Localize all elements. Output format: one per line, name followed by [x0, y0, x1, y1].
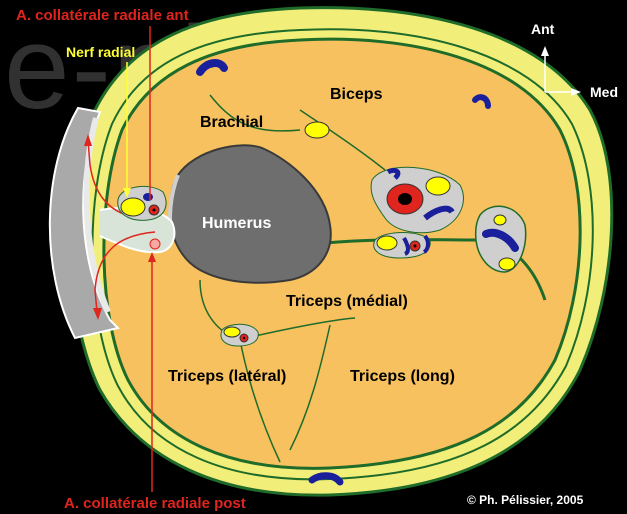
label-triceps-long: Triceps (long)	[350, 368, 455, 385]
orient-up-arrow	[541, 46, 549, 56]
triceps-septum-3	[239, 339, 281, 463]
label-triceps-medial: Triceps (médial)	[286, 293, 408, 310]
ulnar-vein-1	[402, 237, 410, 256]
ulnar-artery-lumen	[413, 244, 417, 248]
brachial-artery-lumen	[398, 193, 412, 205]
radial-nerve	[120, 197, 146, 217]
flap-artery-lower	[94, 231, 156, 313]
median-nerve	[425, 176, 451, 196]
radial-artery-lumen	[152, 208, 156, 212]
label-artery-post: A. collatérale radiale post	[64, 495, 246, 512]
label-humerus: Humerus	[202, 215, 271, 232]
anterior-septum	[299, 109, 386, 171]
basilic-vein	[482, 228, 519, 252]
flap-arrow-up	[84, 134, 92, 146]
label-brachial: Brachial	[200, 114, 263, 131]
nerf-radial-arrowhead	[123, 188, 131, 198]
medial-subcut-sheath	[474, 205, 527, 273]
artery-post-arrowhead	[148, 252, 156, 262]
flap-arrow-down	[93, 308, 102, 320]
medial-cutaneous-nerve-2	[498, 257, 516, 271]
label-biceps: Biceps	[330, 86, 383, 103]
copyright-text: © Ph. Pélissier, 2005	[467, 493, 584, 507]
cephalic-vein	[196, 59, 228, 76]
label-triceps-lateral: Triceps (latéral)	[168, 368, 286, 385]
label-orient-ant: Ant	[531, 21, 555, 37]
brachial-vein-1	[386, 167, 401, 180]
label-orient-med: Med	[590, 84, 618, 100]
medial-cutaneous-nerve-1	[493, 214, 507, 226]
radial-vein	[143, 193, 153, 201]
label-nerf-radial: Nerf radial	[66, 44, 135, 60]
posterior-artery-flap	[149, 238, 161, 250]
label-artery-ant: A. collatérale radiale ant	[16, 7, 189, 24]
triceps-septum-2	[289, 324, 331, 451]
posterior-nerve	[223, 326, 241, 338]
posterior-artery-lumen	[242, 336, 246, 340]
skin-flap-inner	[83, 117, 111, 314]
ulnar-nerve	[376, 235, 398, 251]
superficial-vein-post	[308, 472, 344, 486]
muscle-mass	[102, 37, 582, 470]
ulnar-vein-2	[422, 234, 430, 254]
brachial-vein-2	[423, 205, 455, 221]
brachial-biceps-septum	[209, 94, 301, 132]
musculocutaneous-nerve	[304, 121, 330, 139]
orient-right-arrow	[571, 88, 581, 96]
superficial-vein-ant	[472, 94, 491, 109]
